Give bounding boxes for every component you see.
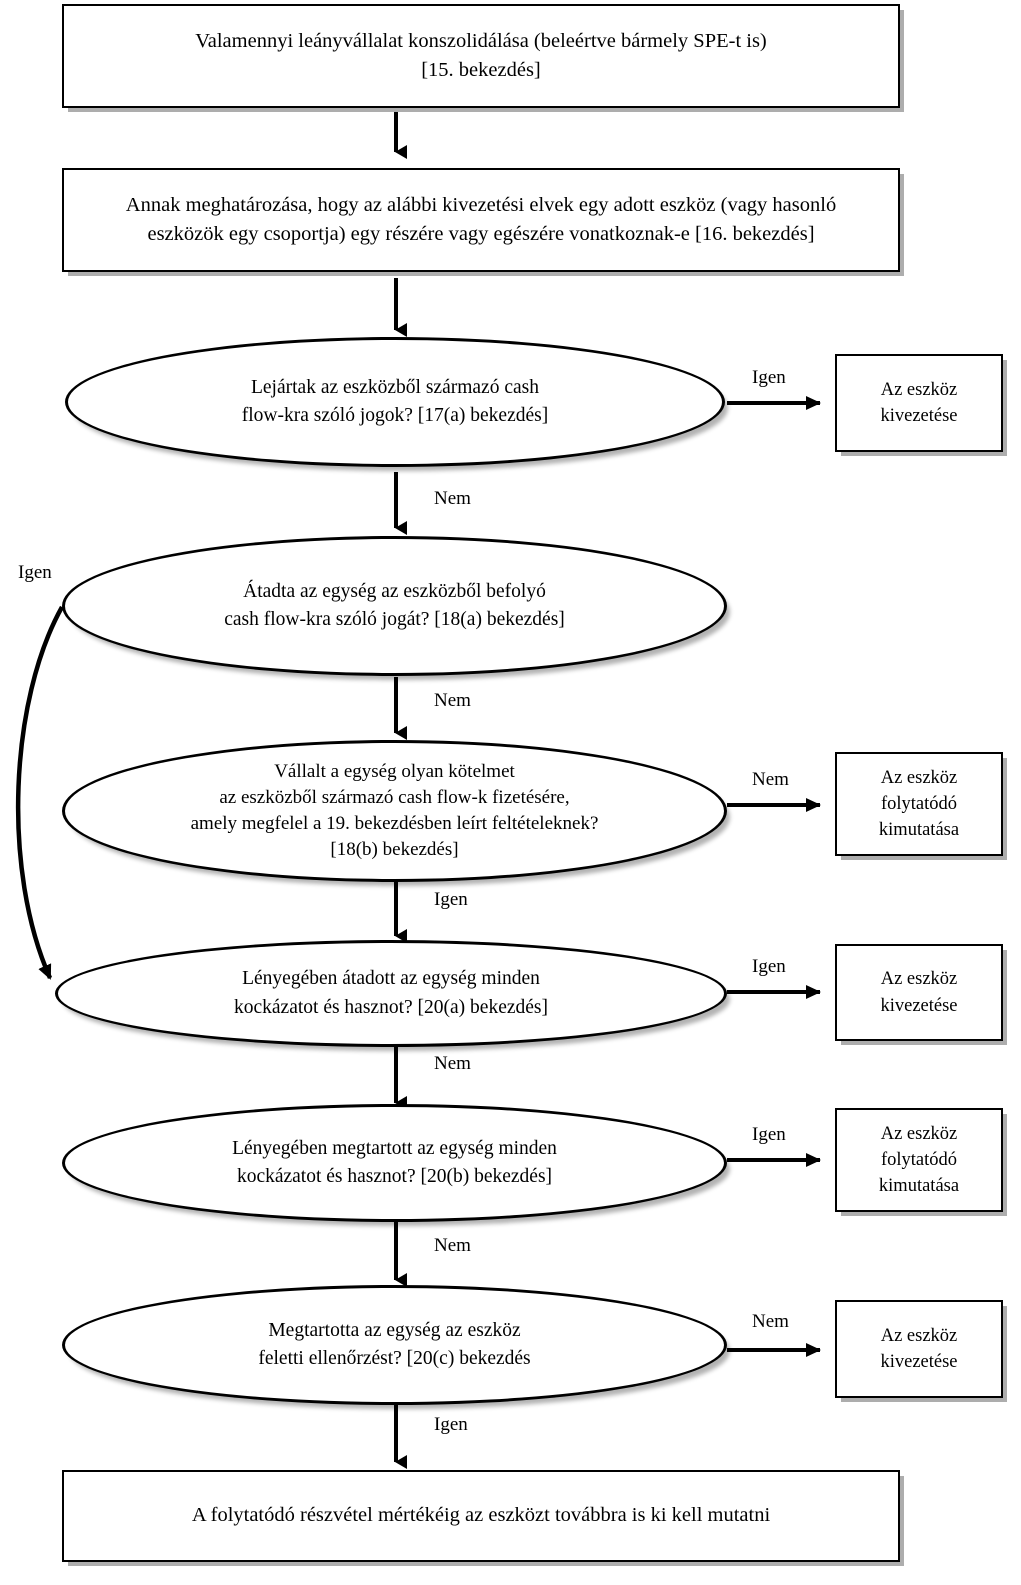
node-outcome-1-text: Az eszköz kivezetése <box>880 379 958 426</box>
node-start: Valamennyi leányvállalat konszolidálása … <box>62 4 900 108</box>
node-outcome-4: Az eszköz kivezetése <box>835 944 1003 1041</box>
edge-label-d6-no: Nem <box>752 1311 789 1332</box>
node-outcome-5: Az eszköz folytatódó kimutatása <box>835 1108 1003 1212</box>
node-decision-2: Átadta az egység az eszközből befolyó ca… <box>62 536 727 676</box>
node-decision-1: Lejártak az eszközből származó cash flow… <box>65 337 725 467</box>
edge-label-d2-yes: Igen <box>18 562 52 583</box>
node-outcome-6-text: Az eszköz kivezetése <box>880 1325 958 1372</box>
node-outcome-5-text: Az eszköz folytatódó kimutatása <box>878 1123 960 1197</box>
edge-label-d4-no: Nem <box>434 1053 471 1074</box>
node-decision-3: Vállalt a egység olyan kötelmet az eszkö… <box>62 740 727 882</box>
node-end-text: A folytatódó részvétel mértékéig az eszk… <box>191 1504 771 1527</box>
node-decision-6-text: Megtartotta az egység az eszköz feletti … <box>258 1319 531 1369</box>
node-start-text: Valamennyi leányvállalat konszolidálása … <box>195 29 767 81</box>
node-end: A folytatódó részvétel mértékéig az eszk… <box>62 1470 900 1562</box>
node-decision-3-text: Vállalt a egység olyan kötelmet az eszkö… <box>190 761 599 860</box>
edge-label-d6-yes: Igen <box>434 1414 468 1435</box>
edge-label-d5-no: Nem <box>434 1235 471 1256</box>
edge-label-d1-yes: Igen <box>752 367 786 388</box>
edge-label-d3-no: Nem <box>752 769 789 790</box>
node-outcome-4-text: Az eszköz kivezetése <box>880 969 958 1016</box>
edge-label-d2-no: Nem <box>434 690 471 711</box>
node-scope: Annak meghatározása, hogy az alábbi kive… <box>62 168 900 272</box>
node-outcome-3: Az eszköz folytatódó kimutatása <box>835 752 1003 856</box>
node-outcome-6: Az eszköz kivezetése <box>835 1300 1003 1398</box>
node-decision-2-text: Átadta az egység az eszközből befolyó ca… <box>224 580 565 630</box>
edge-label-d4-yes: Igen <box>752 956 786 977</box>
node-outcome-3-text: Az eszköz folytatódó kimutatása <box>878 767 960 841</box>
node-decision-6: Megtartotta az egység az eszköz feletti … <box>62 1285 727 1405</box>
node-scope-text: Annak meghatározása, hogy az alábbi kive… <box>125 193 837 245</box>
node-decision-1-text: Lejártak az eszközből származó cash flow… <box>241 376 549 426</box>
node-decision-5: Lényegében megtartott az egység minden k… <box>62 1104 727 1222</box>
node-outcome-1: Az eszköz kivezetése <box>835 354 1003 452</box>
edge-d2-yes-to-d4 <box>15 605 64 980</box>
node-decision-4: Lényegében átadott az egység minden kock… <box>55 940 727 1047</box>
node-decision-4-text: Lényegében átadott az egység minden kock… <box>233 968 548 1018</box>
node-decision-5-text: Lényegében megtartott az egység minden k… <box>232 1137 557 1187</box>
edge-label-d1-no: Nem <box>434 488 471 509</box>
edge-label-d5-yes: Igen <box>752 1124 786 1145</box>
edge-label-d3-yes: Igen <box>434 889 468 910</box>
